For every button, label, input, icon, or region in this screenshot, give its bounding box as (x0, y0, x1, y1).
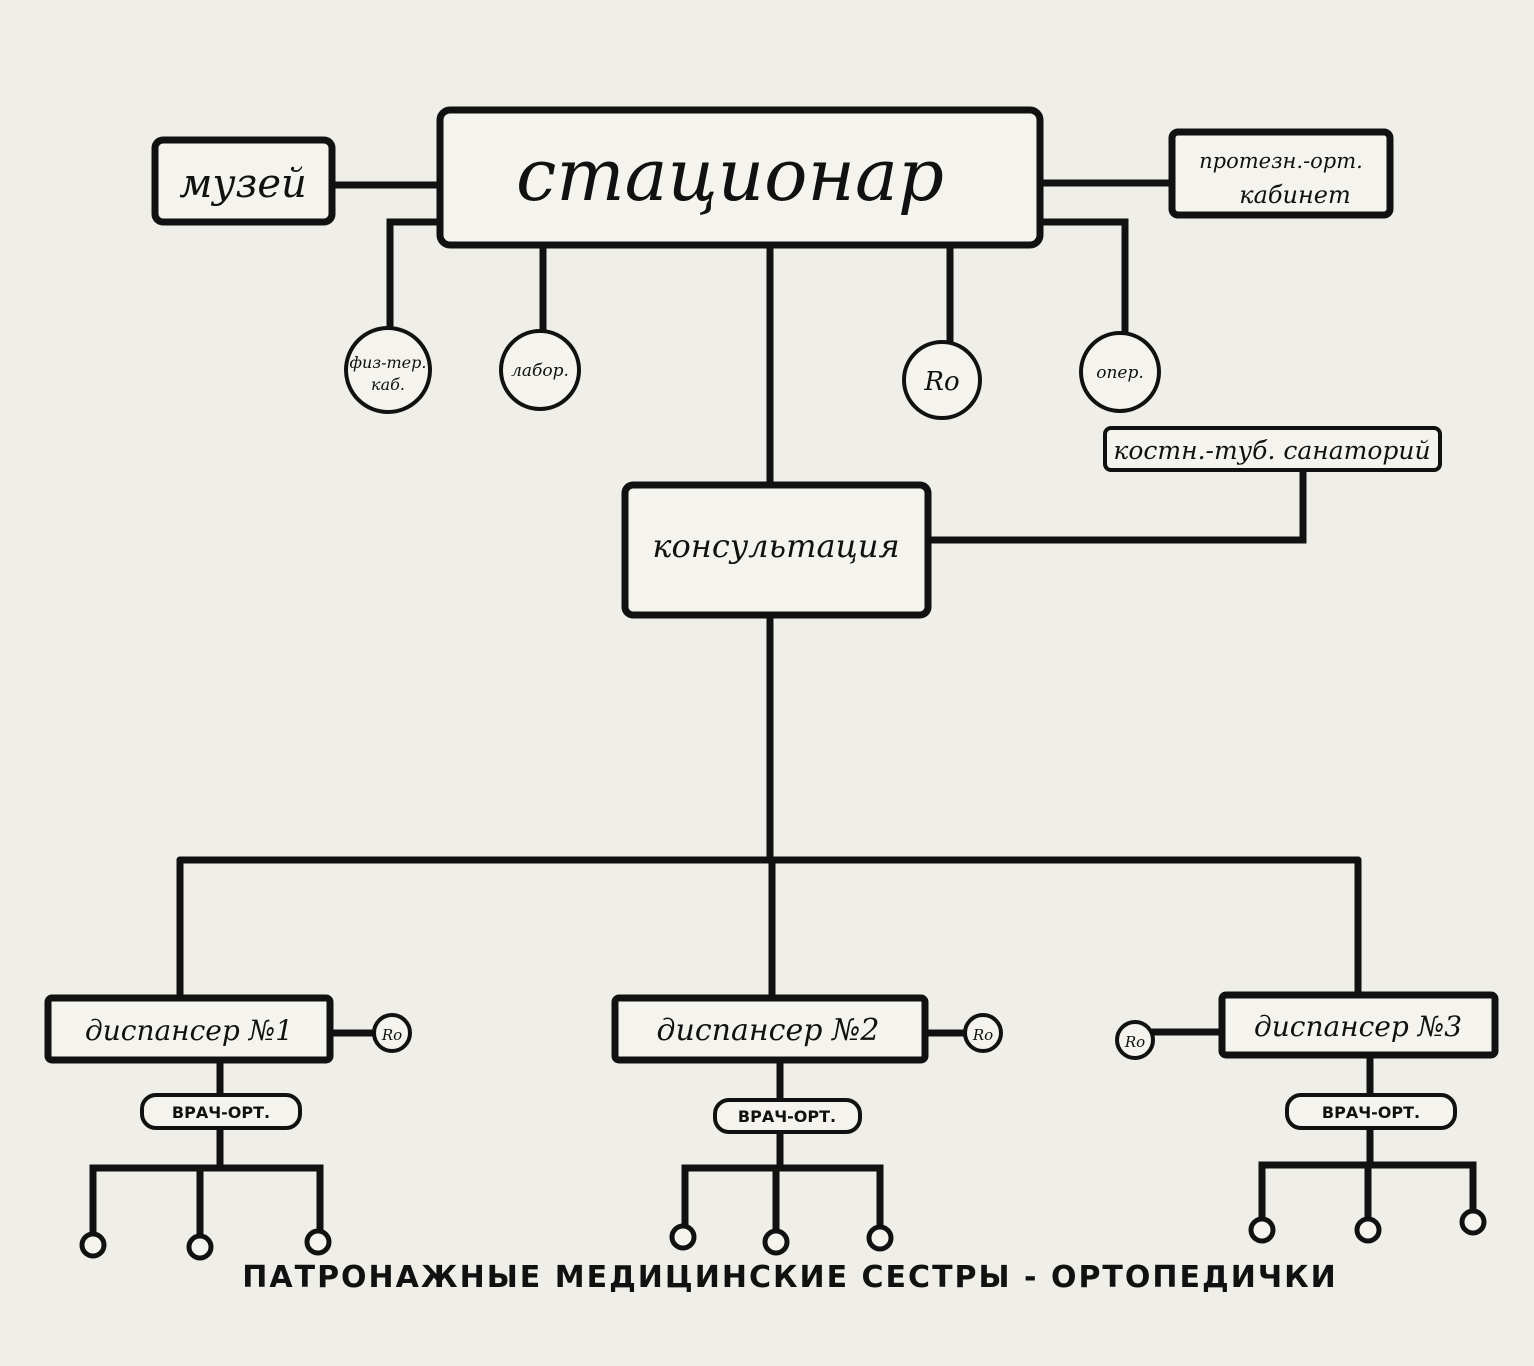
connectors (89, 179, 1477, 1244)
main-node: стационар (436, 106, 1044, 249)
dispensary-2-xray: Ro (972, 1026, 993, 1044)
prosthetic-node: протезн.-орт. кабинет (1168, 128, 1394, 219)
dispensary-1: диспансер №1 Ro ВРАЧ-ОРТ. (44, 994, 412, 1130)
dispensary-2-doctor: ВРАЧ-ОРТ. (738, 1107, 836, 1126)
nurse-nodes (79, 1208, 1487, 1261)
lab-circle: лабор. (499, 329, 581, 411)
dispensary-1-label: диспансер №1 (85, 1014, 293, 1047)
footer-label: ПАТРОНАЖНЫЕ МЕДИЦИНСКИЕ СЕСТРЫ - ОРТОПЕД… (242, 1260, 1337, 1295)
sanatorium-label: костн.-туб. санаторий (1113, 436, 1430, 465)
dispensary-1-doctor: ВРАЧ-ОРТ. (172, 1103, 270, 1122)
sanatorium-node: костн.-туб. санаторий (1103, 426, 1442, 472)
dispensary-3-label: диспансер №3 (1254, 1010, 1462, 1043)
dispensary-3-xray: Ro (1124, 1033, 1145, 1051)
main-label: стационар (516, 133, 944, 217)
dispensary-2: диспансер №2 Ro ВРАЧ-ОРТ. (611, 994, 1003, 1134)
museum-node: музей (151, 136, 336, 226)
operating-circle: опер. (1079, 331, 1161, 413)
dispensary-1-xray: Ro (381, 1026, 402, 1044)
physio-label-2: каб. (371, 375, 405, 394)
consultation-label: консультация (652, 527, 899, 565)
consultation-node: консультация (621, 481, 932, 619)
physio-label-1: физ-тер. (350, 353, 427, 372)
museum-label: музей (179, 161, 307, 207)
physio-circle: физ-тер. каб. (344, 326, 432, 414)
dispensary-2-label: диспансер №2 (657, 1013, 880, 1048)
prosthetic-label-2: кабинет (1239, 181, 1351, 209)
dispensary-3: диспансер №3 Ro ВРАЧ-ОРТ. (1115, 991, 1499, 1130)
operating-label: опер. (1096, 363, 1144, 383)
lab-label: лабор. (511, 361, 569, 381)
prosthetic-label-1: протезн.-орт. (1199, 149, 1363, 173)
xray-circle: Ro (902, 340, 982, 420)
xray-label: Ro (923, 367, 959, 397)
dispensary-3-doctor: ВРАЧ-ОРТ. (1322, 1103, 1420, 1122)
